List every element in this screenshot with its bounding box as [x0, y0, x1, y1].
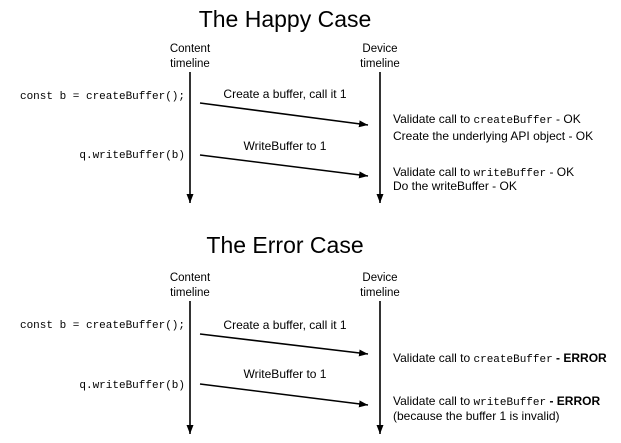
result-status: - OK — [553, 112, 581, 126]
result-line: Do the writeBuffer - OK — [393, 179, 517, 193]
result-api-name: createBuffer — [474, 354, 553, 366]
device-timeline-label-line: Device — [362, 43, 397, 55]
result-line: Validate call to createBuffer - ERROR — [393, 351, 607, 366]
result-prefix: Validate call to — [393, 112, 474, 126]
result-line: Validate call to writeBuffer - ERROR — [393, 394, 600, 409]
device-timeline-label-line: Device — [362, 272, 397, 284]
section-title: The Happy Case — [199, 6, 372, 32]
call-code: const b = createBuffer(); — [20, 320, 185, 332]
device-timeline-label-line: timeline — [360, 287, 400, 299]
message-arrow — [199, 383, 369, 408]
message-label: Create a buffer, call it 1 — [223, 318, 347, 332]
content-timeline-label-line: Content — [170, 272, 211, 284]
message-label: WriteBuffer to 1 — [244, 367, 327, 381]
message-arrow — [199, 333, 369, 357]
device-timeline-label: Device timeline — [360, 43, 400, 70]
content-timeline-label: Content timeline — [170, 272, 211, 299]
result-line: Validate call to writeBuffer - OK — [393, 165, 574, 180]
call-code: q.writeBuffer(b) — [79, 380, 185, 392]
section-title: The Error Case — [206, 232, 363, 258]
content-timeline-label-line: timeline — [170, 287, 210, 299]
call-code: q.writeBuffer(b) — [79, 150, 185, 162]
result-status: - OK — [546, 165, 574, 179]
result-prefix: Validate call to — [393, 351, 474, 365]
result-status: - ERROR — [553, 351, 607, 365]
device-timeline-label: Device timeline — [360, 272, 400, 299]
device-timeline-label-line: timeline — [360, 58, 400, 70]
result-api-name: writeBuffer — [474, 397, 547, 409]
content-timeline-label-line: timeline — [170, 58, 210, 70]
result-line: Validate call to createBuffer - OK — [393, 112, 581, 127]
result-api-name: writeBuffer — [474, 168, 547, 180]
result-status: - ERROR — [546, 394, 600, 408]
message-arrow — [199, 154, 369, 179]
result-line: Create the underlying API object - OK — [393, 129, 593, 143]
result-line: (because the buffer 1 is invalid) — [393, 409, 560, 423]
result-api-name: createBuffer — [474, 115, 553, 127]
content-timeline-label: Content timeline — [170, 43, 211, 70]
result-prefix: Validate call to — [393, 165, 474, 179]
content-timeline-label-line: Content — [170, 43, 211, 55]
message-label: WriteBuffer to 1 — [244, 139, 327, 153]
result-prefix: Validate call to — [393, 394, 474, 408]
message-label: Create a buffer, call it 1 — [223, 87, 347, 101]
message-arrow — [199, 102, 369, 128]
call-code: const b = createBuffer(); — [20, 91, 185, 103]
